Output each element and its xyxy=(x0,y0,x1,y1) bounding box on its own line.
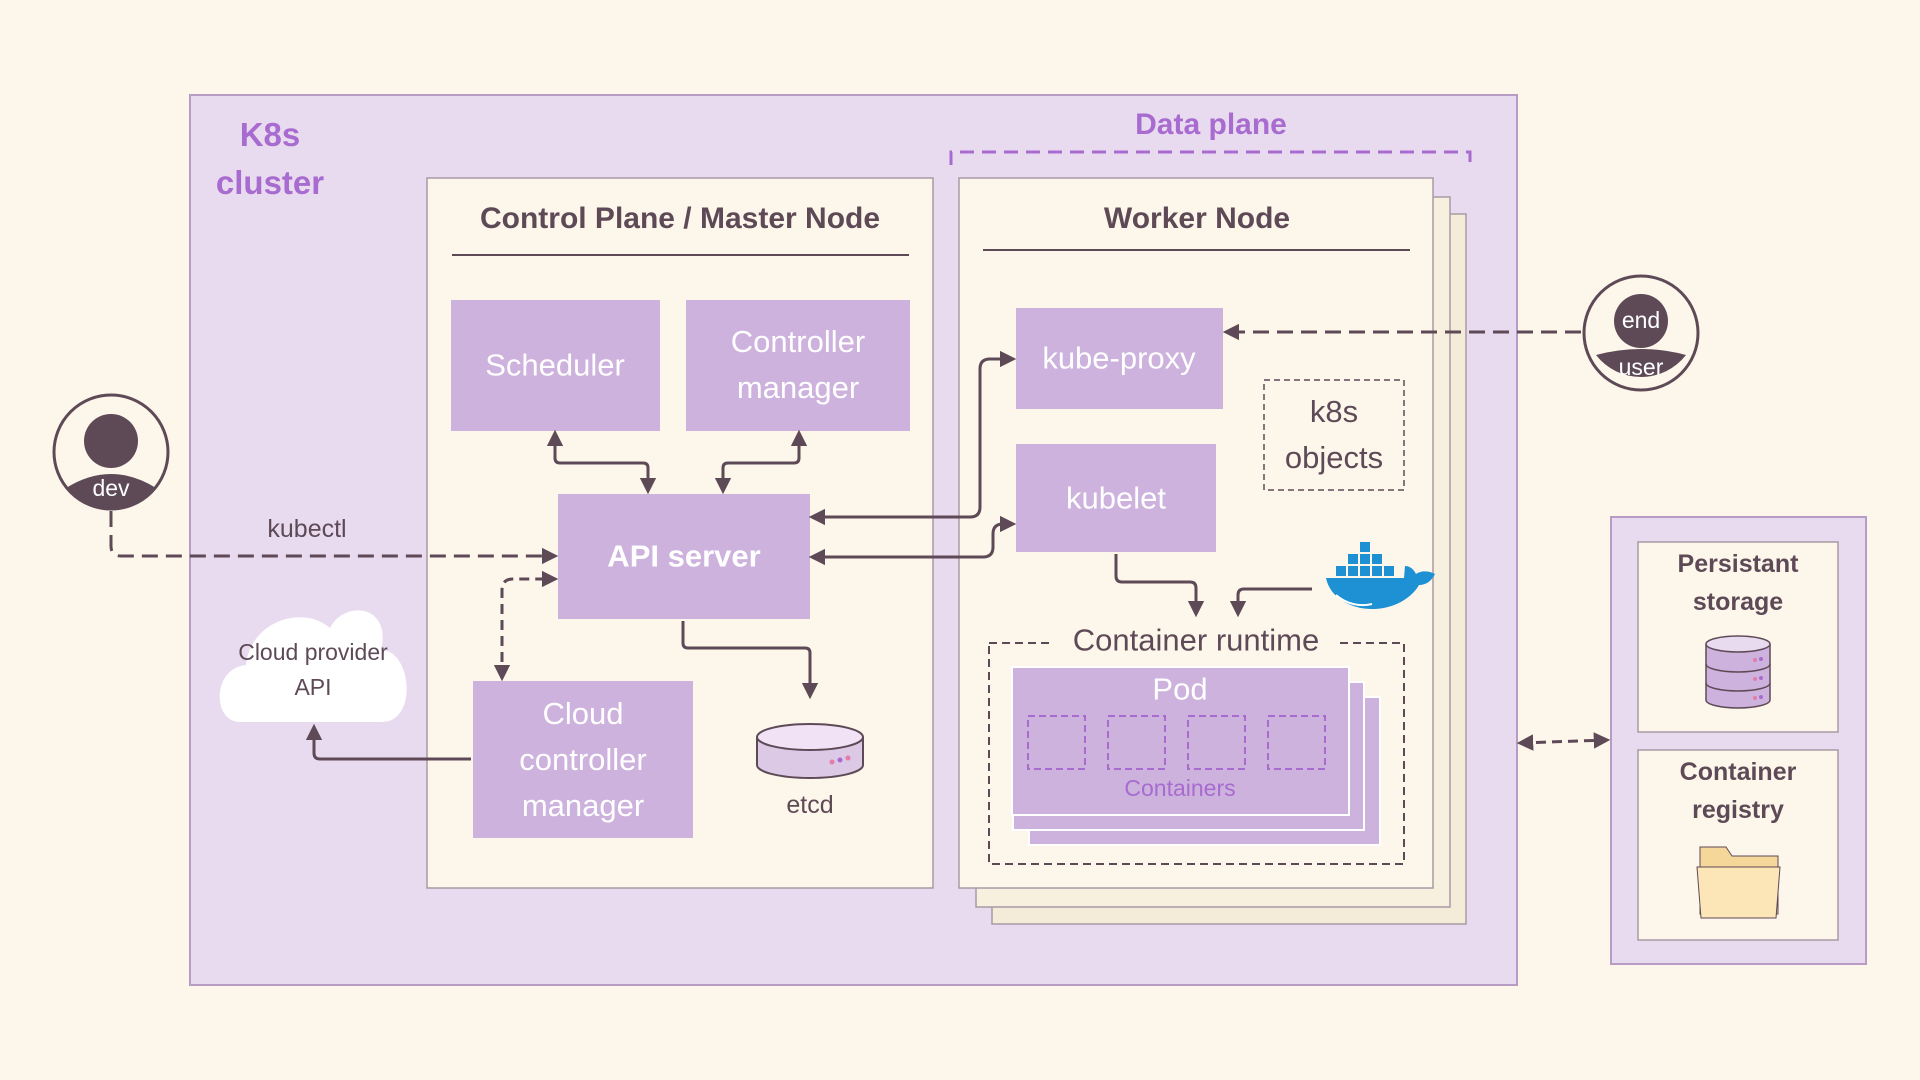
container-runtime-label: Container runtime xyxy=(1072,622,1320,658)
etcd-icon xyxy=(756,723,864,779)
etcd-label: etcd xyxy=(786,791,834,819)
persistent-storage-label[interactable]: Persistant storage xyxy=(1677,550,1799,616)
controller-manager-label[interactable]: Controller manager xyxy=(730,324,866,405)
control-plane-title: Control Plane / Master Node xyxy=(479,202,881,235)
docker-icon xyxy=(1326,542,1435,610)
containers-label: Containers xyxy=(1124,775,1236,802)
cloud-controller-manager-label[interactable]: Cloud controller manager xyxy=(519,696,647,823)
k8s-objects-box[interactable] xyxy=(1263,379,1405,491)
data-plane-label: Data plane xyxy=(1135,108,1287,141)
scheduler-label[interactable]: Scheduler xyxy=(485,347,625,383)
cluster-external-arrow xyxy=(1516,732,1611,751)
cloud-controller-provider-arrow xyxy=(305,723,471,761)
worker-node-title: Worker Node xyxy=(1103,202,1291,235)
scheduler-box[interactable] xyxy=(451,300,660,431)
controller-manager-api-arrow xyxy=(714,429,808,495)
container-slot-3 xyxy=(1187,715,1246,770)
registry-folder-icon xyxy=(1696,846,1781,919)
docker-runtime-arrow xyxy=(1229,587,1312,618)
cloud-provider-cloud xyxy=(219,610,407,722)
pod-label[interactable]: Pod xyxy=(1152,671,1208,707)
api-etcd-arrow xyxy=(681,621,819,700)
pod-box[interactable] xyxy=(1011,666,1350,816)
cluster-label-line2: cluster xyxy=(215,164,325,201)
end-user-label-line2: user xyxy=(1618,354,1664,381)
kubelet-box[interactable] xyxy=(1016,444,1216,552)
cloud-controller-manager-box[interactable] xyxy=(473,681,693,838)
container-slot-4 xyxy=(1267,715,1326,770)
cluster-label: K8s cluster xyxy=(185,111,355,207)
end-user-avatar-icon xyxy=(1582,274,1700,392)
kubectl-label: kubectl xyxy=(267,515,347,543)
kubelet-label[interactable]: kubelet xyxy=(1066,480,1166,516)
dev-avatar-icon xyxy=(52,393,170,511)
data-plane-bracket xyxy=(949,150,1472,165)
connectors xyxy=(109,323,1611,761)
storage-server-icon xyxy=(1705,635,1771,709)
container-runtime-label-bg xyxy=(1054,622,1340,658)
cluster-label-line1: K8s xyxy=(239,116,301,153)
scheduler-api-arrow xyxy=(546,429,657,495)
kubectl-arrow xyxy=(109,511,559,565)
api-server-label[interactable]: API server xyxy=(607,538,761,574)
kube-proxy-box[interactable] xyxy=(1016,308,1223,409)
api-kubelet-arrow xyxy=(808,515,1017,566)
container-slot-2 xyxy=(1107,715,1166,770)
container-slot-1 xyxy=(1027,715,1086,770)
kubelet-runtime-arrow xyxy=(1114,554,1198,614)
api-server-box[interactable] xyxy=(558,494,810,619)
cloud-provider-label: Cloud provider API xyxy=(238,639,388,700)
cloud-controller-api-arrow xyxy=(493,570,559,682)
container-registry-label[interactable]: Container registry xyxy=(1679,758,1797,824)
kube-proxy-label[interactable]: kube-proxy xyxy=(1042,340,1196,376)
k8s-objects-label[interactable]: k8s objects xyxy=(1284,394,1384,475)
end-user-label-line1: end xyxy=(1621,307,1661,334)
container-runtime-box xyxy=(988,642,1405,865)
dev-label: dev xyxy=(92,475,130,502)
